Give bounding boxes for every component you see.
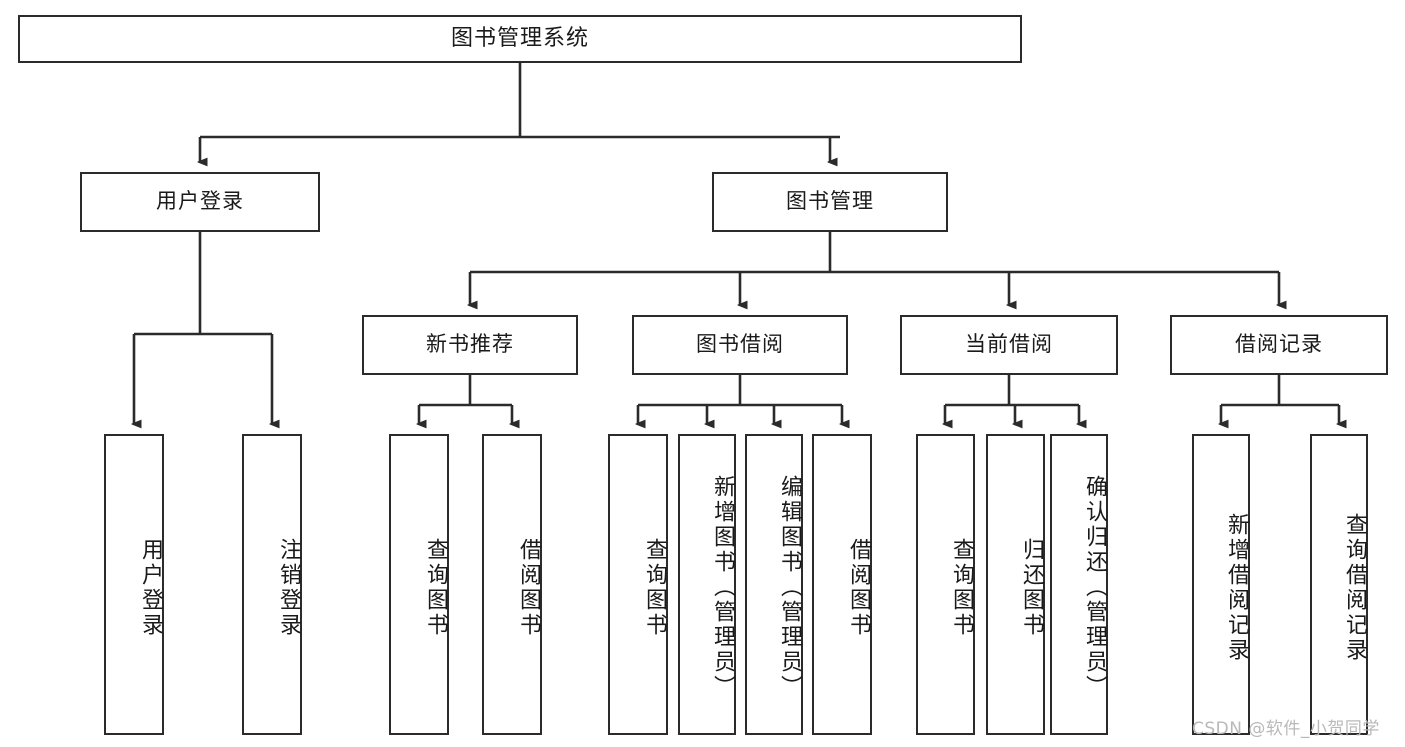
node-leaf-confirm-return[interactable]: 确认归还（管理员）	[1050, 434, 1108, 735]
node-leaf-user-logout[interactable]: 注销登录	[242, 434, 302, 735]
csdn-watermark: CSDN @软件_小贺同学	[1192, 719, 1380, 739]
node-leaf-borrow-book-2[interactable]: 借阅图书	[812, 434, 872, 735]
node-leaf-query-record[interactable]: 查询借阅记录	[1310, 434, 1368, 735]
node-user-login-label: 用户登录	[156, 189, 244, 214]
node-book-borrow[interactable]: 图书借阅	[632, 315, 848, 375]
node-leaf-borrow-book-1-label: 借阅图书	[516, 537, 541, 638]
node-leaf-query-record-label: 查询借阅记录	[1342, 512, 1367, 663]
node-new-book-recommend[interactable]: 新书推荐	[362, 315, 578, 375]
node-book-borrow-label: 图书借阅	[696, 332, 784, 357]
node-leaf-user-login[interactable]: 用户登录	[104, 434, 164, 735]
node-leaf-edit-book-label: 编辑图书（管理员）	[777, 475, 802, 700]
node-leaf-user-logout-label: 注销登录	[276, 537, 301, 638]
node-leaf-user-login-label: 用户登录	[138, 537, 163, 638]
node-borrow-record-label: 借阅记录	[1235, 332, 1323, 357]
node-leaf-query-book-1-label: 查询图书	[423, 537, 448, 638]
node-leaf-query-book-2[interactable]: 查询图书	[608, 434, 668, 735]
node-leaf-query-book-1[interactable]: 查询图书	[389, 434, 449, 735]
node-leaf-return-book-label: 归还图书	[1019, 537, 1044, 638]
node-leaf-add-record[interactable]: 新增借阅记录	[1192, 434, 1250, 735]
node-leaf-add-record-label: 新增借阅记录	[1224, 512, 1249, 663]
node-leaf-add-book[interactable]: 新增图书（管理员）	[678, 434, 736, 735]
node-root[interactable]: 图书管理系统	[18, 15, 1022, 63]
node-leaf-query-book-3-label: 查询图书	[949, 537, 974, 638]
node-leaf-query-book-2-label: 查询图书	[642, 537, 667, 638]
node-user-login[interactable]: 用户登录	[80, 172, 320, 232]
node-leaf-add-book-label: 新增图书（管理员）	[710, 475, 735, 700]
node-book-manage-label: 图书管理	[786, 189, 874, 214]
node-current-borrow-label: 当前借阅	[965, 332, 1053, 357]
node-current-borrow[interactable]: 当前借阅	[900, 315, 1118, 375]
node-leaf-borrow-book-2-label: 借阅图书	[846, 537, 871, 638]
node-root-label: 图书管理系统	[450, 25, 589, 51]
node-book-manage[interactable]: 图书管理	[712, 172, 948, 232]
node-borrow-record[interactable]: 借阅记录	[1170, 315, 1388, 375]
node-leaf-query-book-3[interactable]: 查询图书	[916, 434, 975, 735]
node-leaf-confirm-return-label: 确认归还（管理员）	[1082, 475, 1107, 700]
node-leaf-return-book[interactable]: 归还图书	[986, 434, 1045, 735]
node-leaf-borrow-book-1[interactable]: 借阅图书	[482, 434, 542, 735]
node-new-book-recommend-label: 新书推荐	[426, 332, 514, 357]
node-leaf-edit-book[interactable]: 编辑图书（管理员）	[745, 434, 803, 735]
